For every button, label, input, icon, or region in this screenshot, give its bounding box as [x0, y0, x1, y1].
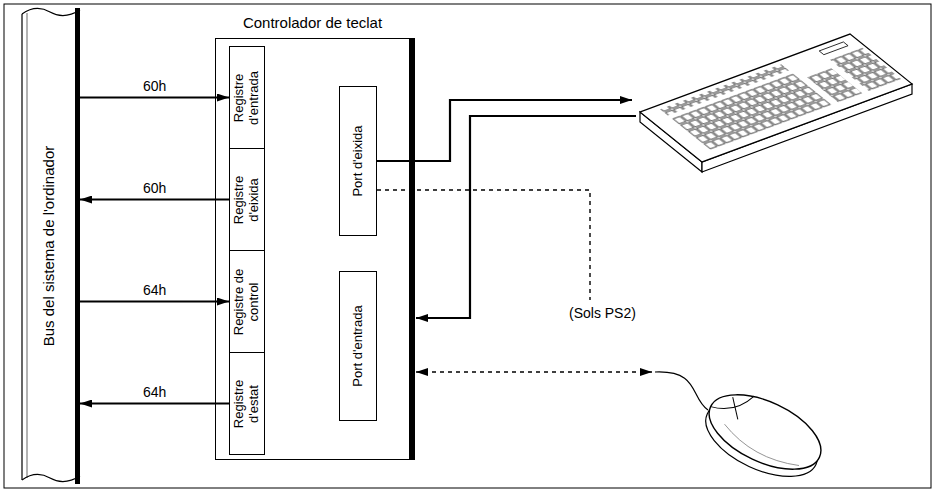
mouse-wire	[377, 190, 590, 300]
bus-arrow	[80, 402, 229, 404]
register-box: Registre de control	[229, 250, 265, 353]
box-label: Registre d'entrada	[232, 64, 262, 132]
keyboard	[640, 34, 912, 162]
bus-arrow	[80, 300, 229, 302]
mouse-shading	[720, 424, 802, 471]
box-label: Registre de control	[232, 268, 262, 336]
bus-arrow	[80, 198, 229, 200]
note-label: (Sols PS2)	[566, 305, 639, 321]
box-heading: Controlador de teclat	[216, 14, 409, 31]
controller-box: Controlador de teclatRegistre d'entradaR…	[215, 38, 415, 460]
keyboard-wire	[416, 116, 636, 318]
status-leds	[819, 42, 848, 55]
port-address: 64h	[140, 384, 169, 400]
mouse-cable	[655, 372, 708, 410]
bus-edge	[27, 13, 28, 478]
mouse	[695, 379, 832, 491]
box-label: Port d'eixida	[351, 96, 366, 226]
mouse-body	[698, 379, 832, 484]
bus-arrow	[80, 96, 229, 98]
box-label: Registre d'estat	[232, 370, 262, 438]
system-bus: Bus del sistema de l'ordinador	[22, 8, 80, 484]
numeric-keys	[830, 48, 901, 91]
mouse-button-line	[711, 381, 755, 421]
port-address: 60h	[140, 78, 169, 94]
mouse-wire	[416, 371, 652, 372]
bus-torn-end	[22, 474, 80, 481]
port-box: Port d'eixida	[339, 86, 377, 236]
main-keys	[672, 74, 832, 150]
keyboard-wire	[377, 100, 632, 161]
mouse-button-line	[725, 397, 745, 419]
box-label: Port d'entrada	[351, 281, 366, 411]
port-address: 60h	[140, 180, 169, 196]
port-box: Port d'entrada	[339, 271, 377, 421]
register-box: Registre d'eixida	[229, 148, 265, 251]
box-label: Bus del sistema de l'ordinador	[40, 86, 57, 406]
register-box: Registre d'estat	[229, 352, 265, 455]
register-box: Registre d'entrada	[229, 46, 265, 149]
outer-frame	[4, 4, 931, 488]
port-address: 64h	[140, 282, 169, 298]
keyboard-body	[640, 34, 912, 162]
bus-torn-end	[22, 8, 80, 15]
box-label: Registre d'eixida	[232, 166, 262, 234]
